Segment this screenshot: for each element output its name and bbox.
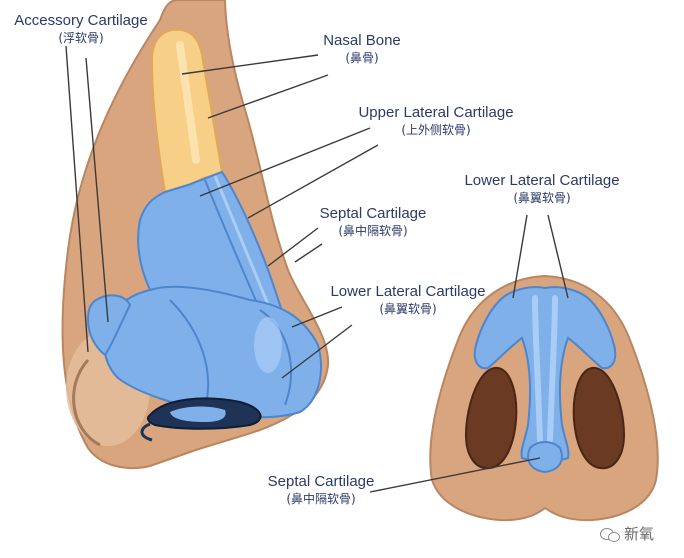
accessory-cartilage-shape (86, 294, 132, 357)
leader-septal-side-1 (267, 227, 319, 267)
label-septal-cartilage-side: Septal Cartilage (鼻中隔软骨) (308, 205, 438, 239)
label-lower-lateral-cartilage-side-zh: (鼻翼软骨) (379, 302, 437, 317)
watermark: 新氧 (599, 523, 654, 544)
cheek-crease (72, 358, 101, 447)
base-cartilage-highlight-right (547, 295, 558, 443)
label-septal-cartilage-base-en: Septal Cartilage (267, 473, 375, 490)
label-nasal-bone: Nasal Bone (鼻骨) (312, 32, 412, 66)
side-nostril-inner (170, 406, 226, 422)
label-upper-lateral-cartilage-en: Upper Lateral Cartilage (358, 104, 514, 121)
leader-septal-side-2 (294, 243, 323, 263)
label-accessory-cartilage-zh: (浮软骨) (58, 31, 104, 46)
label-nasal-bone-zh: (鼻骨) (345, 51, 379, 66)
leader-upper-lateral-2 (247, 144, 379, 219)
label-upper-lateral-cartilage: Upper Lateral Cartilage (上外侧软骨) (346, 104, 526, 138)
label-septal-cartilage-base: Septal Cartilage (鼻中隔软骨) (256, 473, 386, 507)
leader-nasal-bone-2 (207, 74, 329, 119)
leader-lines (65, 45, 569, 493)
right-nostril (572, 366, 626, 470)
base-cartilage-highlight-left (532, 295, 543, 443)
label-lower-lateral-cartilage-base-en: Lower Lateral Cartilage (464, 172, 620, 189)
label-lower-lateral-cartilage-base-zh: (鼻翼软骨) (513, 191, 571, 206)
leader-accessory-2 (85, 57, 109, 323)
label-septal-cartilage-base-zh: (鼻中隔软骨) (286, 492, 356, 507)
label-lower-lateral-cartilage-side-en: Lower Lateral Cartilage (330, 283, 486, 300)
label-nasal-bone-en: Nasal Bone (323, 32, 401, 49)
chat-bubble-icon (599, 526, 620, 542)
leader-lower-lateral-side-2 (281, 324, 353, 379)
nasal-bone-highlight (176, 41, 200, 164)
alar-highlight (254, 317, 282, 373)
label-upper-lateral-cartilage-zh: (上外侧软骨) (401, 123, 471, 138)
leader-accessory-1 (65, 45, 89, 353)
upper-lip-line (140, 422, 153, 442)
alar-fold-1 (169, 299, 209, 409)
label-lower-lateral-cartilage-side: Lower Lateral Cartilage (鼻翼软骨) (318, 283, 498, 317)
leader-upper-lateral-1 (199, 127, 371, 197)
base-view-nose (429, 274, 659, 522)
watermark-text: 新氧 (623, 525, 654, 543)
leader-lower-lateral-base-2 (547, 214, 569, 299)
leader-lower-lateral-base-1 (512, 214, 528, 299)
label-accessory-cartilage: Accessory Cartilage (浮软骨) (6, 12, 156, 46)
leader-septal-base (369, 457, 541, 493)
leader-nasal-bone-1 (181, 54, 319, 75)
label-accessory-cartilage-en: Accessory Cartilage (14, 12, 148, 29)
label-septal-cartilage-side-en: Septal Cartilage (319, 205, 427, 222)
side-view-nose (61, 0, 330, 470)
septal-ridge-2 (213, 175, 274, 315)
leader-lower-lateral-side-1 (291, 306, 343, 328)
label-lower-lateral-cartilage-base: Lower Lateral Cartilage (鼻翼软骨) (452, 172, 632, 206)
label-septal-cartilage-side-zh: (鼻中隔软骨) (338, 224, 408, 239)
base-septal-tip (527, 441, 563, 474)
